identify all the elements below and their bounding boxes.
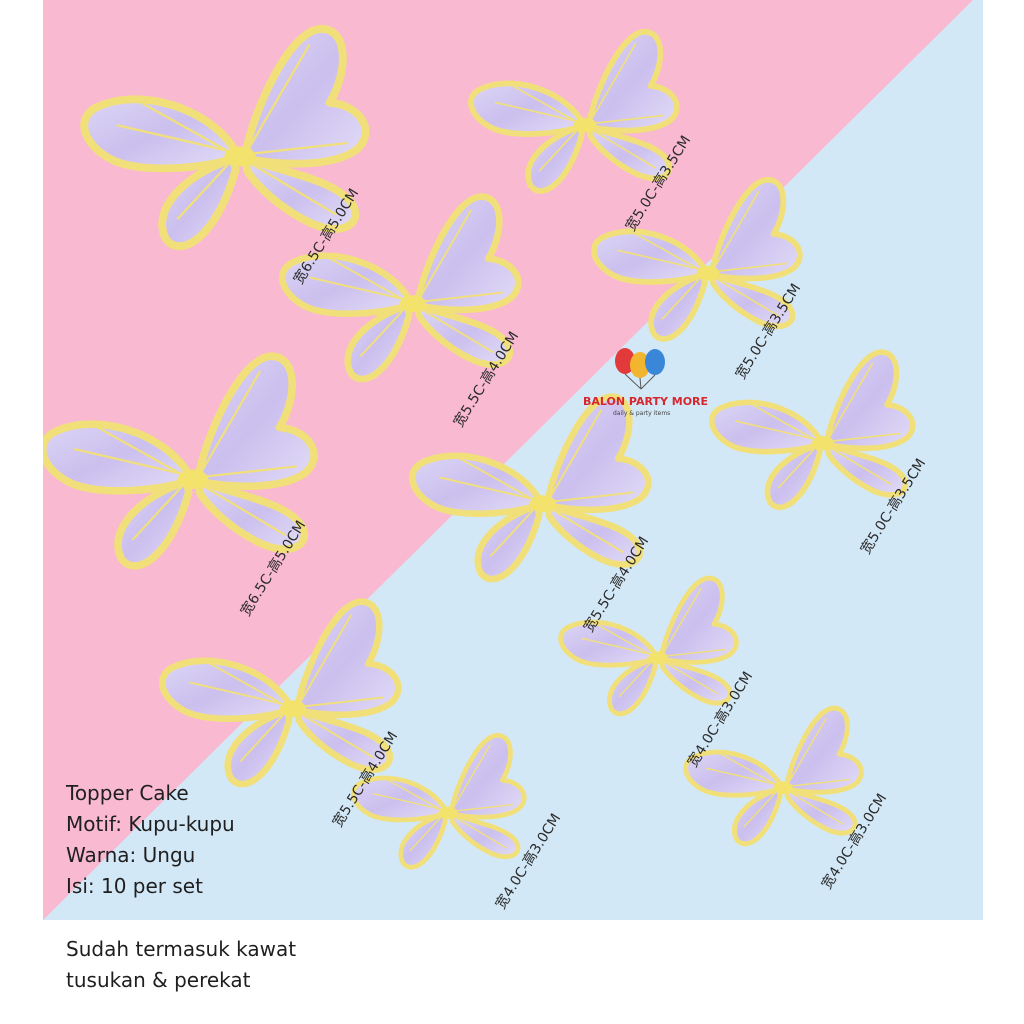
- product-motif: Motif: Kupu-kupu: [66, 812, 235, 836]
- product-title: Topper Cake: [66, 781, 189, 805]
- product-contents: Isi: 10 per set: [66, 874, 203, 898]
- product-note: Sudah termasuk kawat tusukan & perekat: [66, 934, 296, 996]
- product-color: Warna: Ungu: [66, 843, 196, 867]
- note-line-2: tusukan & perekat: [66, 968, 251, 992]
- brand-logo: BALON PARTY MORE daily & party items: [583, 348, 708, 417]
- note-line-1: Sudah termasuk kawat: [66, 937, 297, 961]
- brand-logo-tagline: daily & party items: [613, 410, 670, 417]
- product-photo: 宽6.5C-高5.0CM 宽5.0C-高3.5CM 宽5.5C-高4.0CM 宽…: [43, 0, 983, 920]
- brand-logo-text: BALON PARTY MORE: [583, 395, 708, 408]
- product-info: Topper Cake Motif: Kupu-kupu Warna: Ungu…: [66, 778, 235, 902]
